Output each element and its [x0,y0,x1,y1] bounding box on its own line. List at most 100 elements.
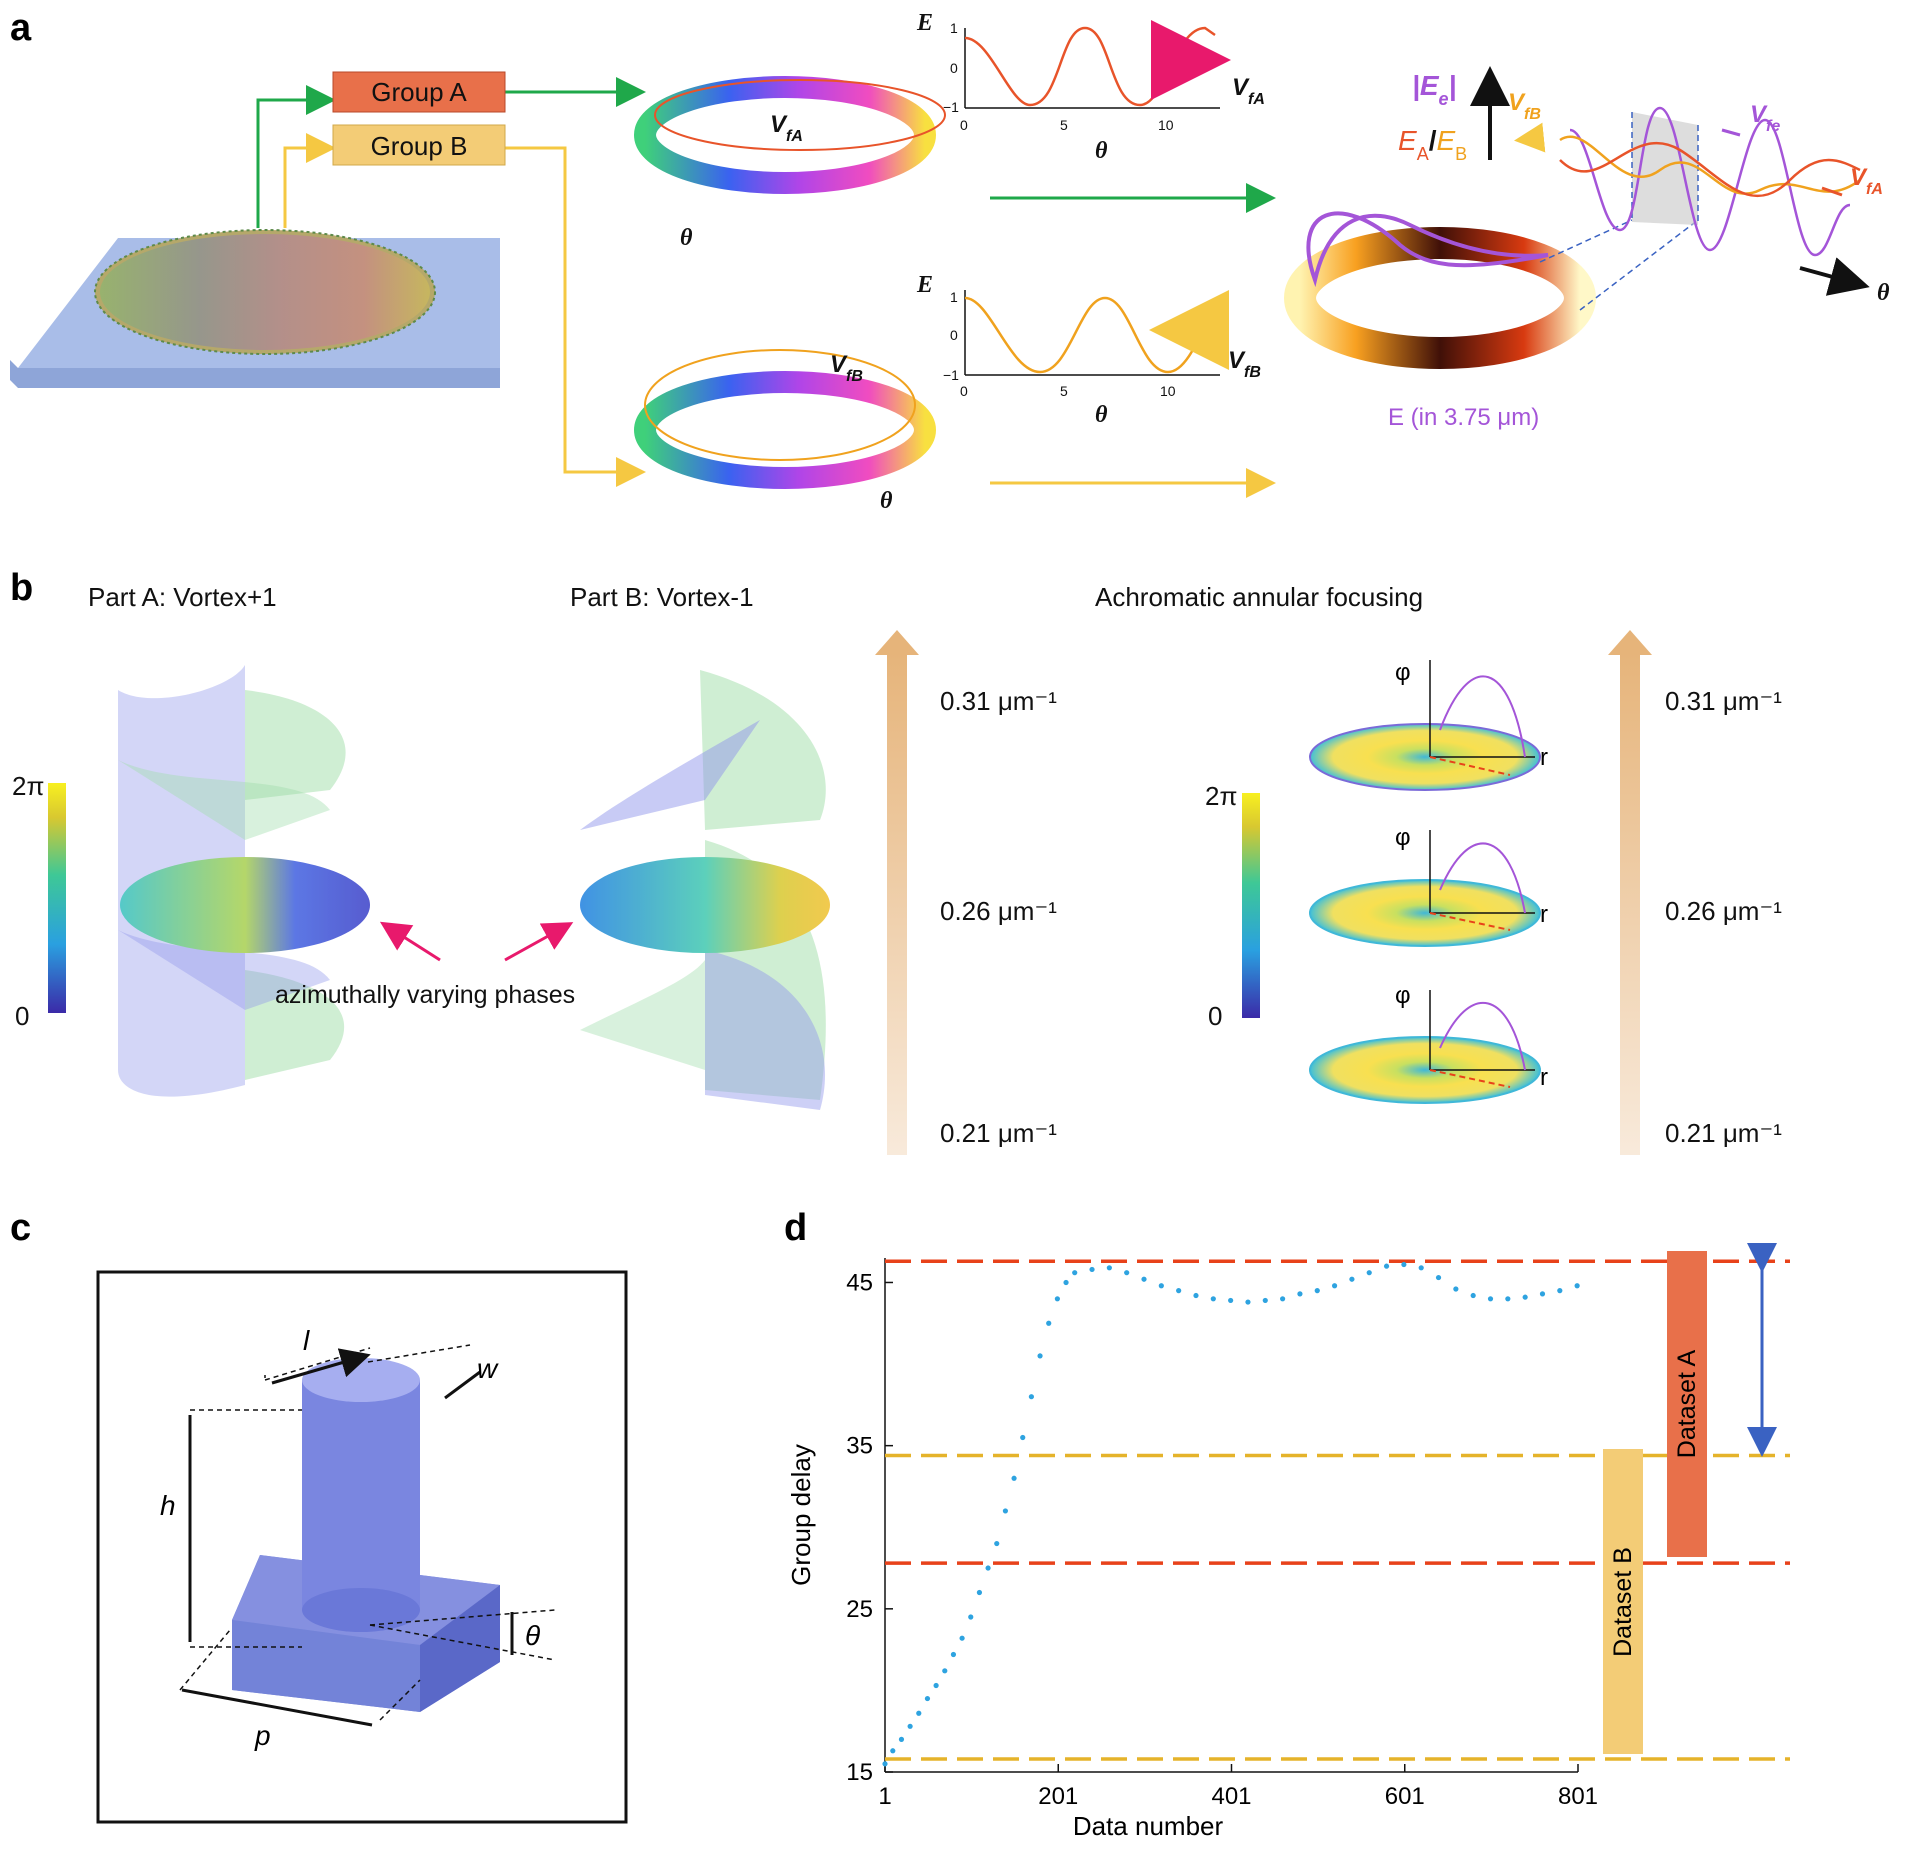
achromatic-title: Achromatic annular focusing [1095,582,1423,612]
data-point [1401,1261,1407,1268]
data-point [1028,1394,1034,1400]
data-point [933,1682,939,1689]
data-point [1435,1274,1442,1281]
data-point [1557,1288,1563,1294]
data-point [898,1736,905,1742]
E-caption: E (in 3.75 μm) [1388,404,1539,431]
arrow-to-group-b [283,133,336,228]
dim-h: h [160,1490,176,1521]
data-point [890,1748,896,1754]
annular-disk-top: φ r [1309,659,1548,791]
plot-bottom-ytick: 0 [950,327,958,343]
data-point [1089,1266,1095,1273]
plot-top: E 1 0 −1 0 5 10 θ VfA [916,10,1265,164]
freq-left-bot: 0.21 μm⁻¹ [940,1118,1057,1148]
freq-arrow-right-head [1608,630,1652,655]
freq-right-bot: 0.21 μm⁻¹ [1665,1118,1782,1148]
colorbar-left-top: 2π [12,771,44,801]
freq-left-top: 0.31 μm⁻¹ [940,686,1057,716]
data-point [994,1540,1000,1547]
data-point [985,1565,991,1571]
data-point [1574,1283,1580,1289]
data-point [1366,1270,1372,1276]
data-point [1072,1270,1078,1276]
plot-top-xtick: 10 [1158,117,1174,133]
plot-bottom-E: E [916,272,933,298]
ring-b-theta: θ [880,488,893,514]
data-point [1011,1475,1017,1481]
group-b-box [332,124,506,166]
plot-top-ytick: 0 [950,60,958,76]
freq-arrow-right [1620,652,1640,1155]
data-point [1020,1434,1026,1441]
data-point [1002,1508,1009,1514]
plot-bottom: E 1 0 −1 0 5 10 θ VfB [916,272,1261,428]
data-point [1245,1299,1251,1305]
y-tick-label: 15 [846,1759,873,1786]
pointer-arrow-a [379,921,441,962]
dataset-a-label: Dataset A [1673,1349,1701,1458]
plot-bottom-ytick: −1 [943,367,959,383]
helix-b [580,670,830,1110]
phi-top: φ [1395,659,1411,686]
freq-right-top: 0.31 μm⁻¹ [1665,686,1782,716]
data-point [976,1589,983,1596]
vfB-plot-label: VfB [1228,347,1261,381]
dim-w-arrow [444,1370,481,1400]
data-point [1522,1294,1528,1300]
data-point [907,1723,913,1729]
data-point [1487,1296,1494,1302]
data-point [1046,1320,1052,1326]
dataset-a-bar [1667,1251,1707,1557]
data-point [942,1668,948,1674]
ring-b: θ VfB [634,349,936,514]
panel-letter-c: c [10,1207,31,1249]
freq-left-mid: 0.26 μm⁻¹ [940,896,1057,926]
data-point [1314,1288,1320,1294]
plot-top-xtick: 5 [1060,117,1068,133]
unit-cell-frame [96,1270,628,1824]
annular-disk-mid: φ r [1309,824,1548,947]
data-point [1453,1286,1459,1292]
r-top: r [1540,744,1548,771]
data-point [1331,1283,1338,1289]
freq-right-mid: 0.26 μm⁻¹ [1665,896,1782,926]
data-point [1037,1353,1043,1359]
plot-top-E: E [916,10,933,36]
y-tick-label: 45 [846,1269,873,1296]
data-point [924,1695,931,1702]
data-point [950,1651,957,1658]
Ee-label: |Ee| [1412,70,1456,109]
arrow-to-group-a [256,85,336,228]
EA-EB-label: EA/EB [1398,125,1467,164]
group-b-label: Group B [371,131,468,161]
vfe-wave-label: Vfe [1750,101,1780,135]
ring-a-theta: θ [680,225,693,251]
phi-mid: φ [1395,824,1411,851]
data-point [1158,1283,1164,1289]
data-point [1176,1288,1182,1294]
data-point [1297,1291,1303,1297]
plot-bottom-xtick: 5 [1060,383,1068,399]
data-point [1505,1296,1511,1302]
data-point [882,1761,888,1767]
colorbar-left-bottom: 0 [15,1001,29,1031]
part-a-title: Part A: Vortex+1 [88,582,277,612]
dim-w: w [477,1353,499,1384]
helix-a [118,665,370,1097]
dataset-b-bar [1603,1449,1643,1754]
data-point [1418,1265,1424,1271]
data-point [1280,1296,1286,1302]
chart-xlabel: Data number [1073,1811,1224,1841]
panel-letter-b: b [10,567,33,609]
x-tick-label: 601 [1385,1783,1425,1810]
dim-l: l [303,1325,310,1356]
vfA-wave-label: VfA [1850,164,1883,198]
dataset-b-label: Dataset B [1609,1547,1637,1657]
dim-p: p [254,1720,271,1751]
y-tick-label: 25 [846,1596,873,1623]
annular-disk-bot: φ r [1309,982,1548,1104]
unit-cell-dims [179,1344,556,1721]
plot-bottom-ytick: 1 [950,289,958,305]
